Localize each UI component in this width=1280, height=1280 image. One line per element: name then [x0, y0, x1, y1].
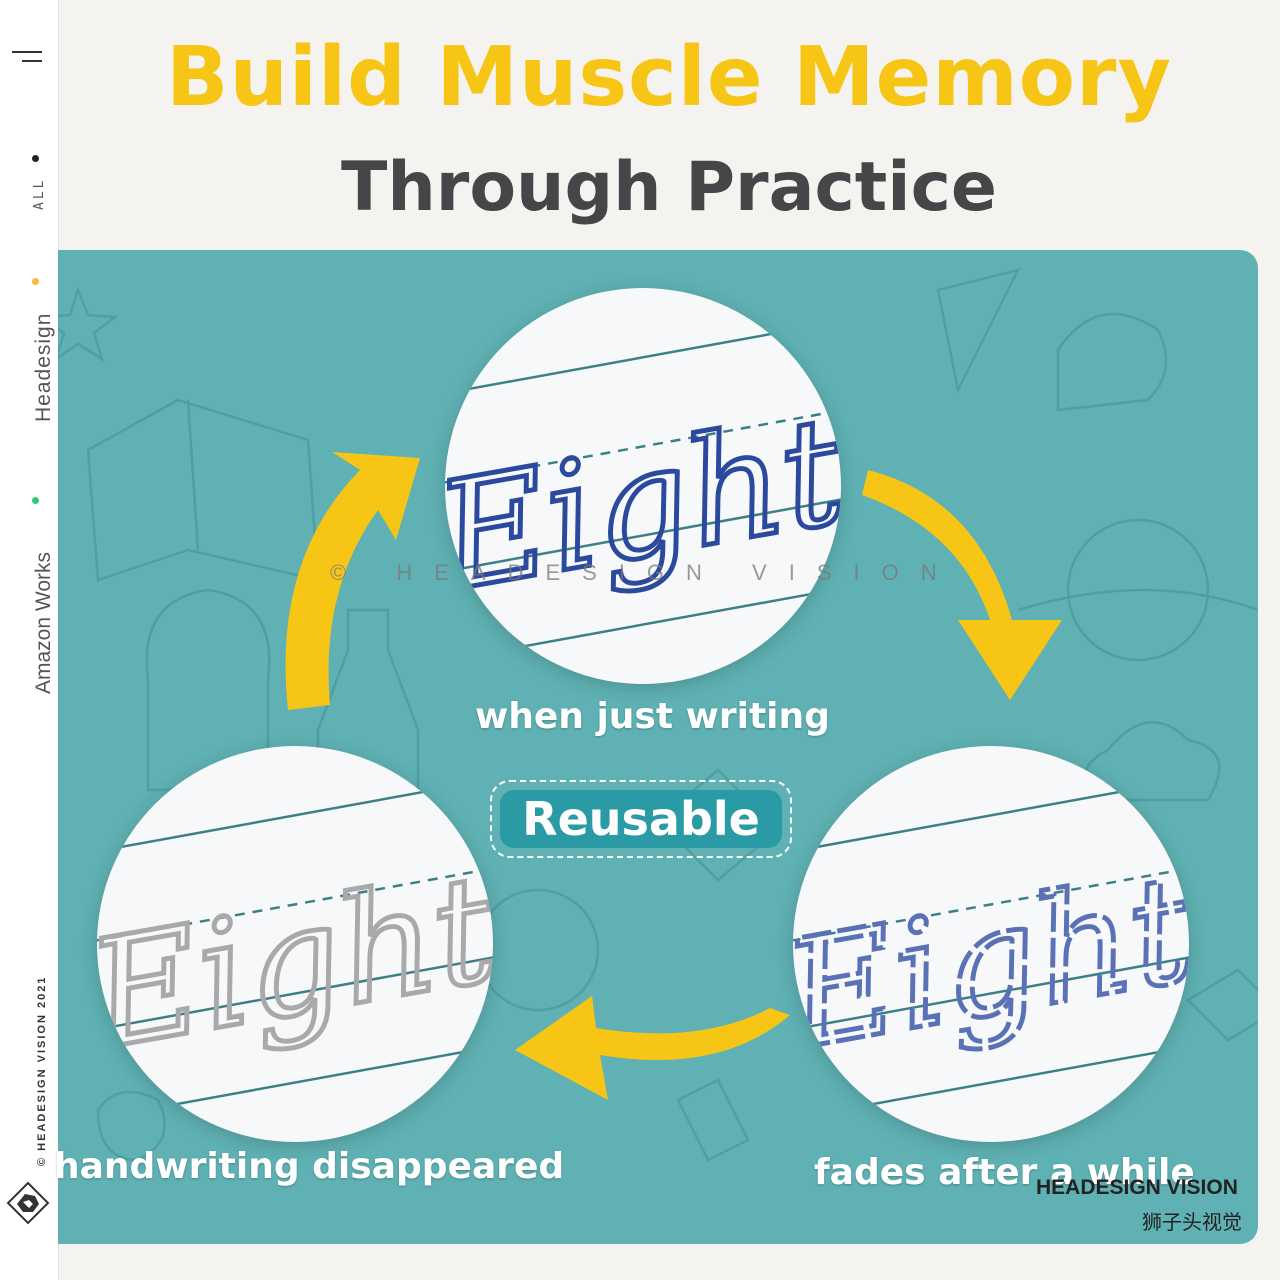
sidebar-copyright: © HEADESIGN VISION 2021: [36, 975, 48, 1166]
nav-dot-amazon: [32, 497, 39, 504]
nav-item-headesign[interactable]: Headesign: [32, 312, 55, 422]
caption-gone: handwriting disappeared: [54, 1146, 565, 1187]
subheadline: Through Practice: [340, 148, 998, 227]
handwriting-fading-icon: Eight: [793, 778, 1189, 1120]
watermark-text: © HEADESIGN VISION: [330, 560, 959, 585]
nav-dot-headesign: [32, 278, 39, 285]
reusable-badge: Reusable: [490, 780, 792, 858]
sample-circle-gone: Eight: [97, 746, 493, 1142]
brand-name: HEADESIGN VISION: [1036, 1176, 1238, 1199]
nav-dot-all: [32, 155, 39, 162]
reusable-label: Reusable: [500, 790, 782, 848]
svg-text:Eight: Eight: [445, 384, 841, 625]
lion-logo-icon[interactable]: [5, 1180, 51, 1226]
nav-item-amazon-works[interactable]: Amazon Works: [32, 552, 55, 694]
caption-fresh: when just writing: [475, 696, 830, 737]
svg-text:Eight: Eight: [793, 842, 1189, 1083]
headline: Build Muscle Memory: [166, 30, 1172, 125]
handwriting-fresh-icon: Eight: [445, 320, 841, 662]
brand-name-chinese: 狮子头视觉: [1142, 1210, 1242, 1234]
caption-fading: fades after a while: [814, 1152, 1195, 1193]
handwriting-gone-icon: Eight: [97, 778, 493, 1120]
sidebar: ALL Headesign Amazon Works © HEADESIGN V…: [0, 0, 59, 1280]
sample-circle-fresh: Eight: [445, 288, 841, 684]
nav-item-all[interactable]: ALL: [32, 177, 47, 210]
svg-text:Eight: Eight: [97, 842, 493, 1083]
sample-circle-fading: Eight: [793, 746, 1189, 1142]
menu-icon[interactable]: [10, 48, 42, 68]
